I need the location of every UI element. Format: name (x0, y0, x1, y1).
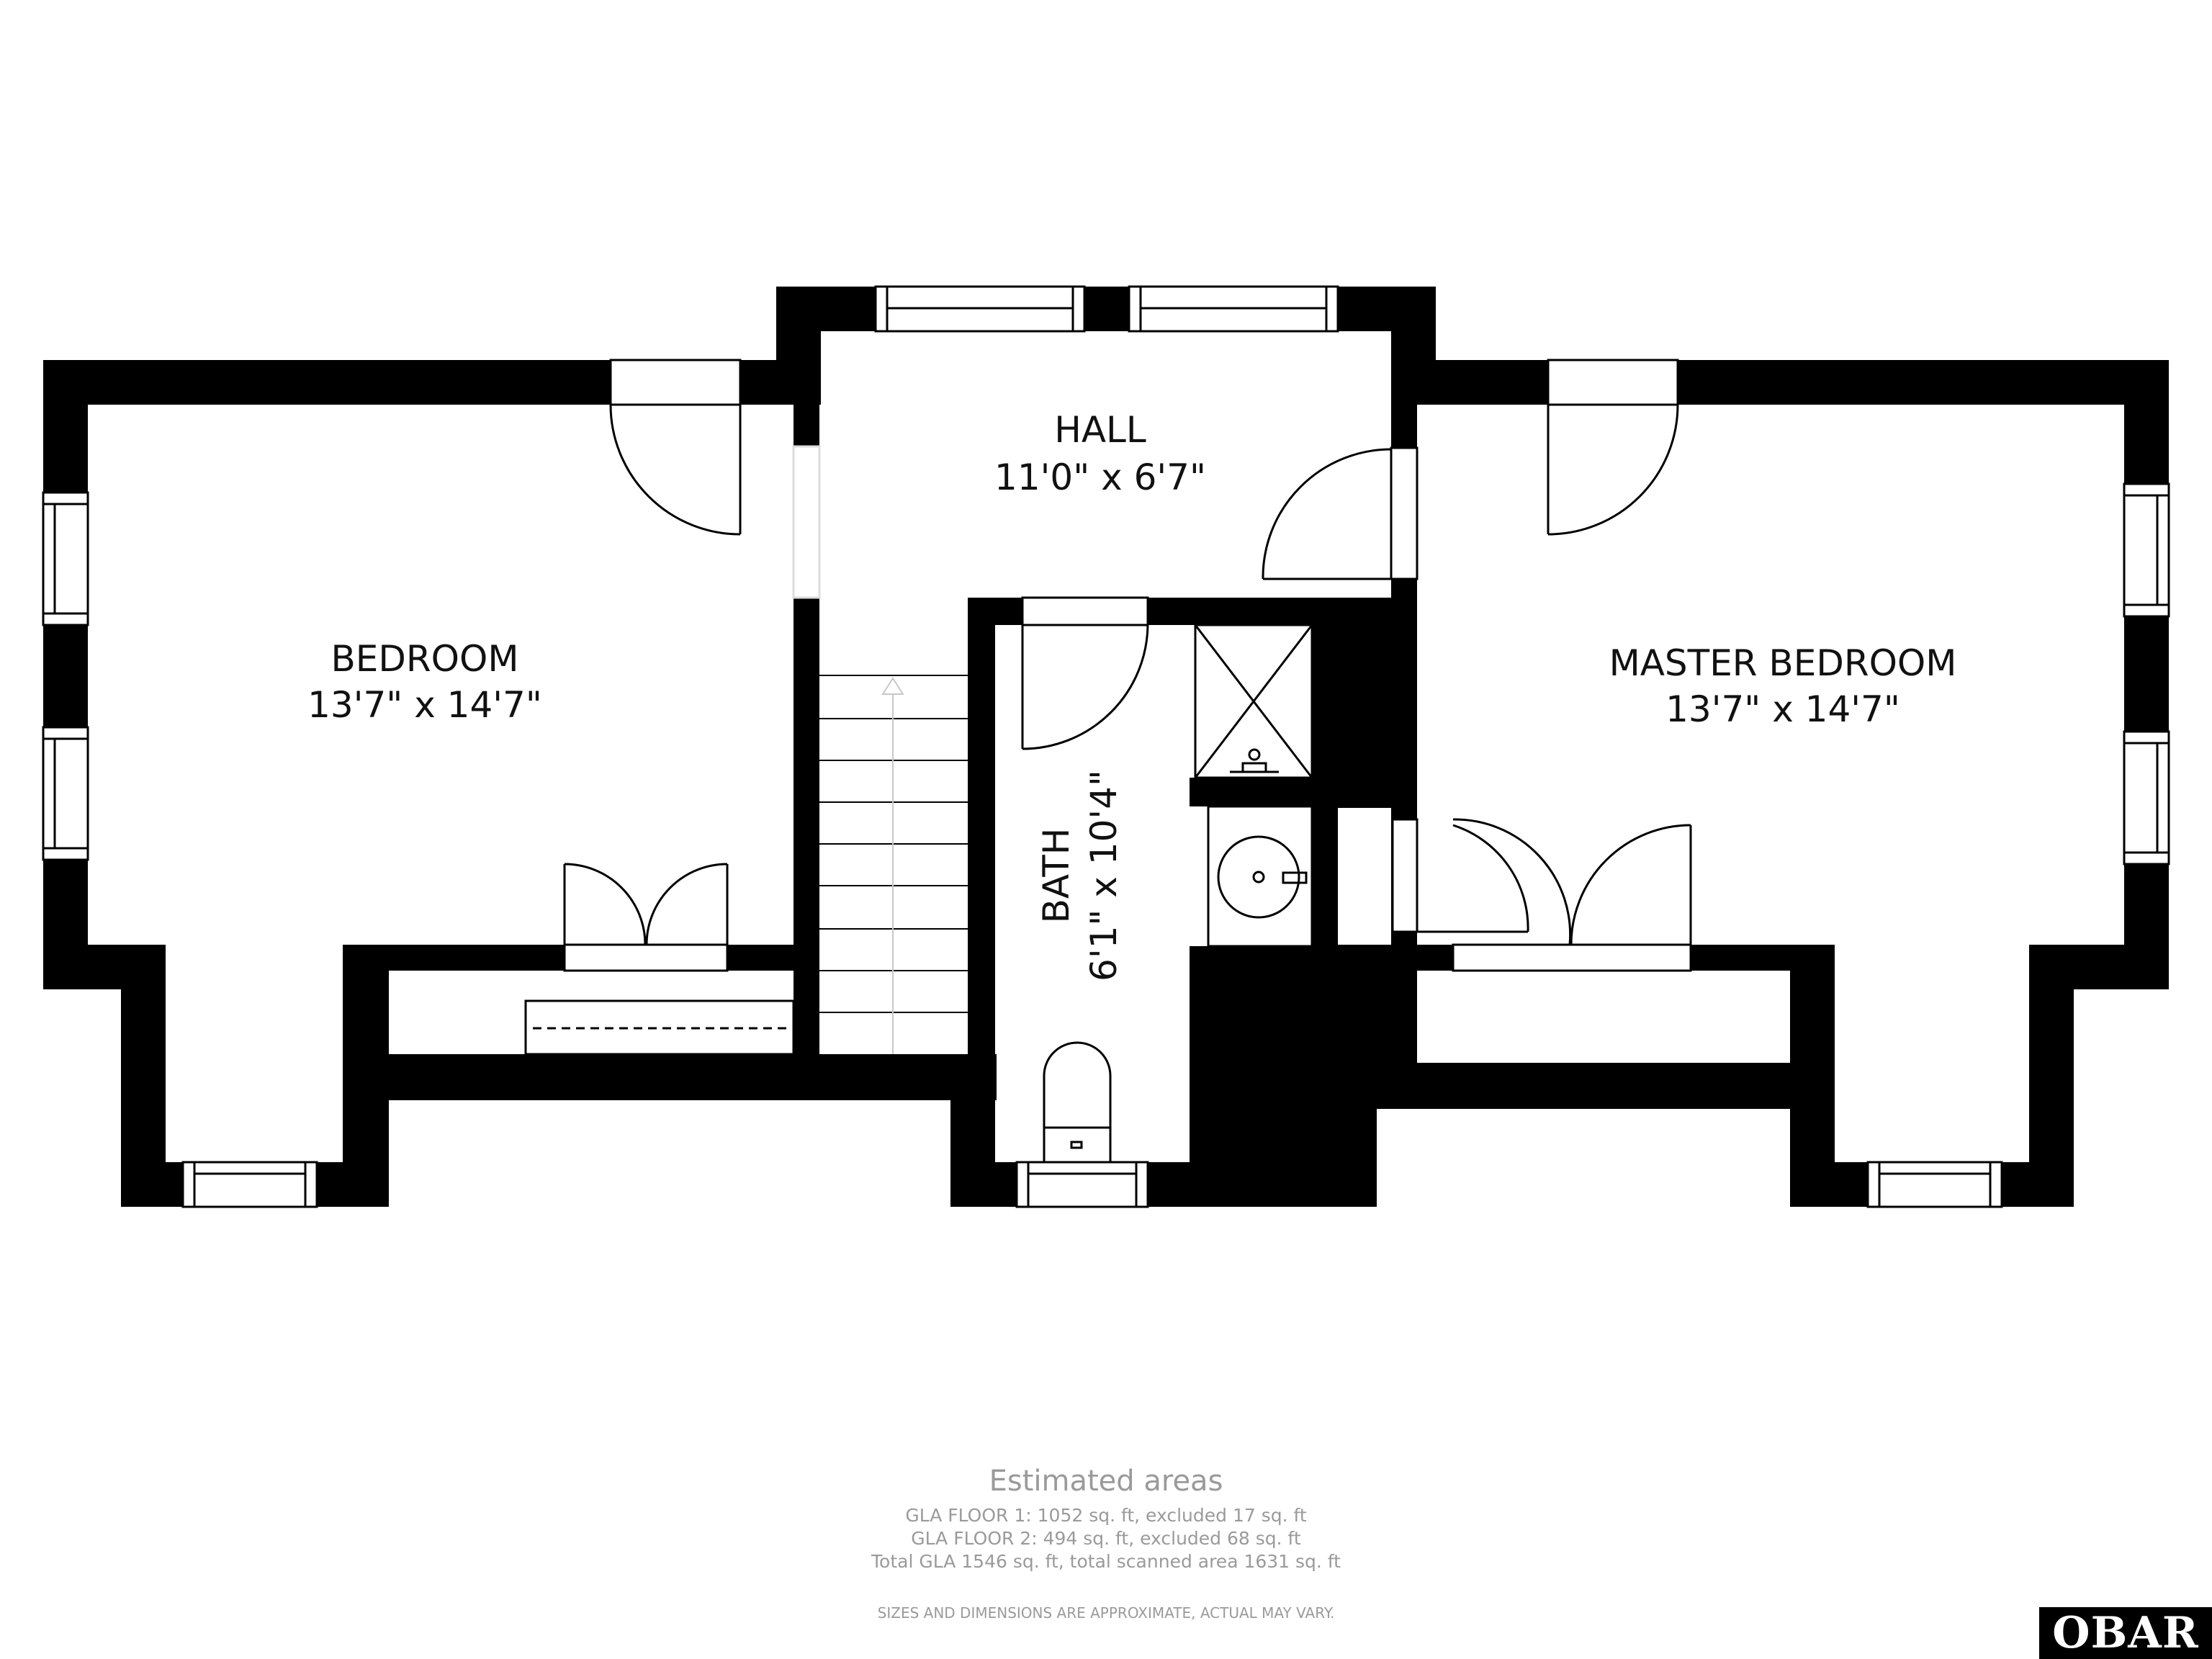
door-opening (1021, 596, 1149, 626)
room-size-master-bedroom: 13'7" x 14'7" (1665, 688, 1900, 730)
closet-shelf (524, 999, 795, 1056)
window (42, 726, 89, 861)
room-name-bedroom: BEDROOM (331, 638, 519, 680)
stairs (819, 675, 968, 1054)
estimated-areas-heading: Estimated areas (989, 1465, 1223, 1498)
room-size-hall: 11'0" x 6'7" (994, 457, 1206, 498)
room-size-bath: 6'1" x 10'4" (1083, 770, 1125, 981)
sink-vanity (1207, 805, 1313, 948)
window (2123, 482, 2170, 618)
room-size-bedroom: 13'7" x 14'7" (307, 684, 542, 726)
door-opening (1547, 359, 1679, 406)
passage-opening (792, 445, 821, 599)
window (2123, 730, 2170, 866)
walls (43, 287, 2169, 1207)
bath-fixtures (1043, 624, 1313, 1164)
room-name-master-bedroom: MASTER BEDROOM (1609, 642, 1957, 684)
sink (1217, 835, 1300, 919)
window (1866, 1161, 2003, 1208)
room-name-hall: HALL (1054, 409, 1146, 451)
gla-floor-1: GLA FLOOR 1: 1052 sq. ft, excluded 17 sq… (905, 1505, 1307, 1526)
door-opening (1390, 446, 1419, 580)
closet-opening (1452, 943, 1692, 972)
door-opening (609, 359, 742, 406)
windows (42, 285, 2170, 1208)
doors (563, 404, 1692, 945)
room-name-bath: BATH (1035, 828, 1077, 924)
window (42, 491, 89, 626)
total-gla: Total GLA 1546 sq. ft, total scanned are… (871, 1551, 1341, 1572)
toilet (1043, 1041, 1112, 1128)
window (1015, 1161, 1149, 1208)
window (181, 1161, 318, 1208)
closet-opening (563, 943, 729, 972)
shower (1194, 624, 1313, 779)
gla-floor-2: GLA FLOOR 2: 494 sq. ft, excluded 68 sq.… (911, 1528, 1301, 1549)
obar-logo: OBAR (2039, 1607, 2212, 1659)
disclaimer: SIZES AND DIMENSIONS ARE APPROXIMATE, AC… (877, 1604, 1335, 1622)
